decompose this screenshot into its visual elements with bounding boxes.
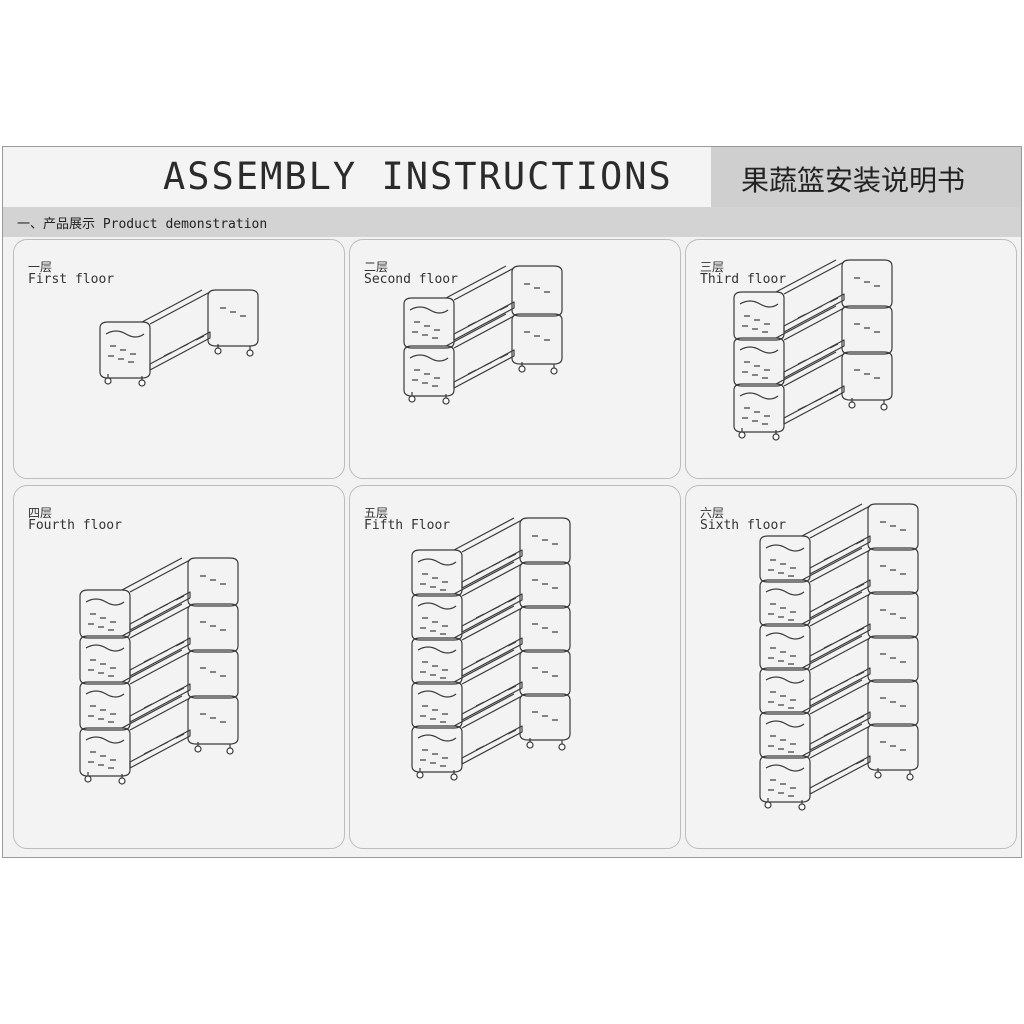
panel-label-en: Fourth floor: [28, 518, 122, 533]
section-label: 一、产品展示 Product demonstration: [17, 217, 268, 232]
instruction-sheet: ASSEMBLY INSTRUCTIONS 果蔬篮安装说明书 一、产品展示 Pr…: [2, 146, 1022, 858]
chinese-title: 果蔬篮安装说明书: [741, 164, 966, 197]
panel-label-cn: 二层: [364, 260, 389, 274]
panel-fifth-floor: 五层 Fifth Floor: [349, 485, 681, 849]
shelf-illustration: [759, 503, 919, 811]
panel-fourth-floor: 四层 Fourth floor: [13, 485, 345, 849]
panel-second-floor: 二层 Second floor: [349, 239, 681, 479]
chinese-title-box: 果蔬篮安装说明书: [711, 147, 1021, 207]
panel-third-floor: 三层 Third floor: [685, 239, 1017, 479]
header-band: ASSEMBLY INSTRUCTIONS 果蔬篮安装说明书: [3, 147, 1021, 207]
panel-label-en: Sixth floor: [700, 518, 787, 533]
panel-label-cn: 五层: [364, 506, 389, 520]
panel-label-en: Third floor: [700, 272, 787, 287]
panel-label-cn: 一层: [28, 260, 53, 274]
panel-label-en: Fifth Floor: [364, 518, 451, 533]
panel-label-en: Second floor: [364, 272, 458, 287]
section-header: 一、产品展示 Product demonstration: [3, 207, 1021, 237]
page-title: ASSEMBLY INSTRUCTIONS: [163, 155, 673, 198]
shelf-illustration: [79, 557, 239, 785]
panel-label-en: First floor: [28, 272, 115, 287]
panel-label-cn: 六层: [700, 506, 725, 520]
shelf-illustration: [99, 289, 259, 387]
panel-first-floor: 一层 First floor: [13, 239, 345, 479]
shelf-illustration: [733, 259, 893, 441]
panel-label-cn: 四层: [28, 506, 53, 520]
shelf-illustration: [411, 517, 571, 781]
panel-sixth-floor: 六层 Sixth floor: [685, 485, 1017, 849]
panel-label-cn: 三层: [700, 260, 725, 274]
shelf-illustration: [403, 265, 563, 405]
